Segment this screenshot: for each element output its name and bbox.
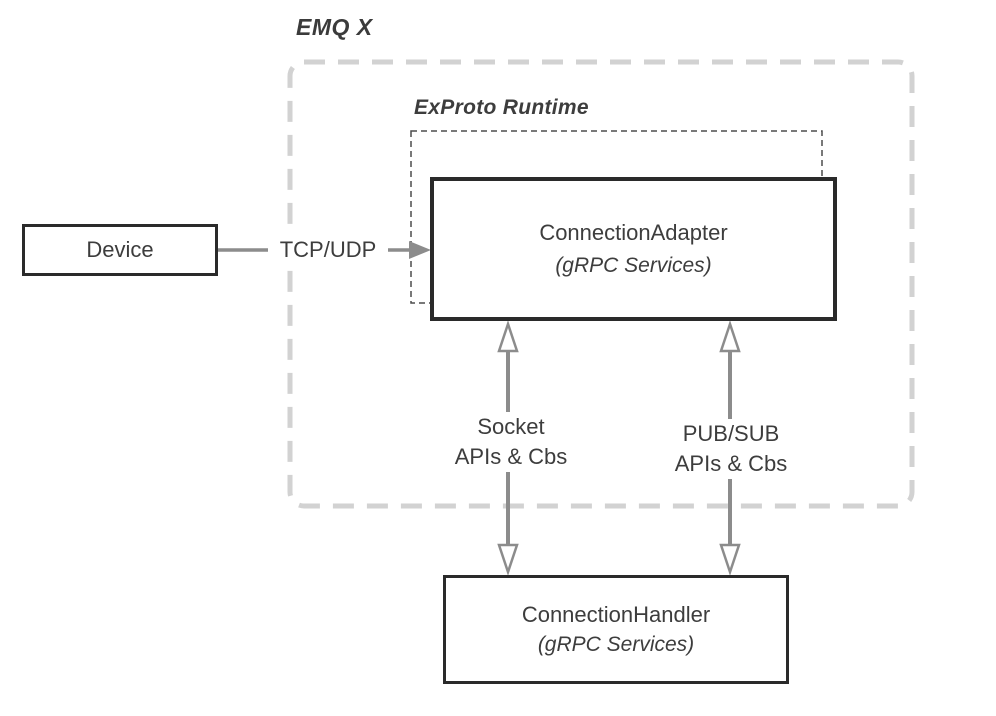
socket-edge-label-line2: APIs & Cbs — [454, 444, 568, 469]
exproto-runtime-dashed-box — [410, 130, 823, 304]
connection-adapter-node: ConnectionAdapter (gRPC Services) — [430, 177, 837, 321]
socket-edge-label: Socket APIs & Cbs — [428, 412, 594, 472]
connection-adapter-title: ConnectionAdapter — [539, 220, 728, 246]
socket-edge-label-line1: Socket — [477, 414, 545, 439]
device-node: Device — [22, 224, 218, 276]
emqx-group-title: EMQ X — [296, 14, 373, 40]
tcp-udp-edge-label: TCP/UDP — [268, 236, 388, 264]
pubsub-edge-label: PUB/SUB APIs & Cbs — [648, 419, 814, 479]
connection-adapter-subtitle: (gRPC Services) — [555, 253, 712, 277]
pubsub-edge-label-line1: PUB/SUB — [682, 421, 780, 446]
socket-arrowhead-down-icon — [497, 543, 519, 576]
tcp-udp-arrowhead-icon — [409, 241, 431, 259]
pubsub-arrowhead-up-icon — [719, 320, 741, 353]
connection-handler-node: ConnectionHandler (gRPC Services) — [443, 575, 789, 684]
socket-arrowhead-up-icon — [497, 320, 519, 353]
connection-handler-subtitle: (gRPC Services) — [537, 633, 695, 657]
emqx-dashed-container — [287, 59, 915, 509]
exproto-runtime-title: ExProto Runtime — [414, 96, 589, 119]
device-label: Device — [86, 237, 154, 263]
pubsub-arrowhead-down-icon — [719, 543, 741, 576]
connection-handler-title: ConnectionHandler — [521, 601, 711, 627]
pubsub-edge-label-line2: APIs & Cbs — [674, 451, 788, 476]
